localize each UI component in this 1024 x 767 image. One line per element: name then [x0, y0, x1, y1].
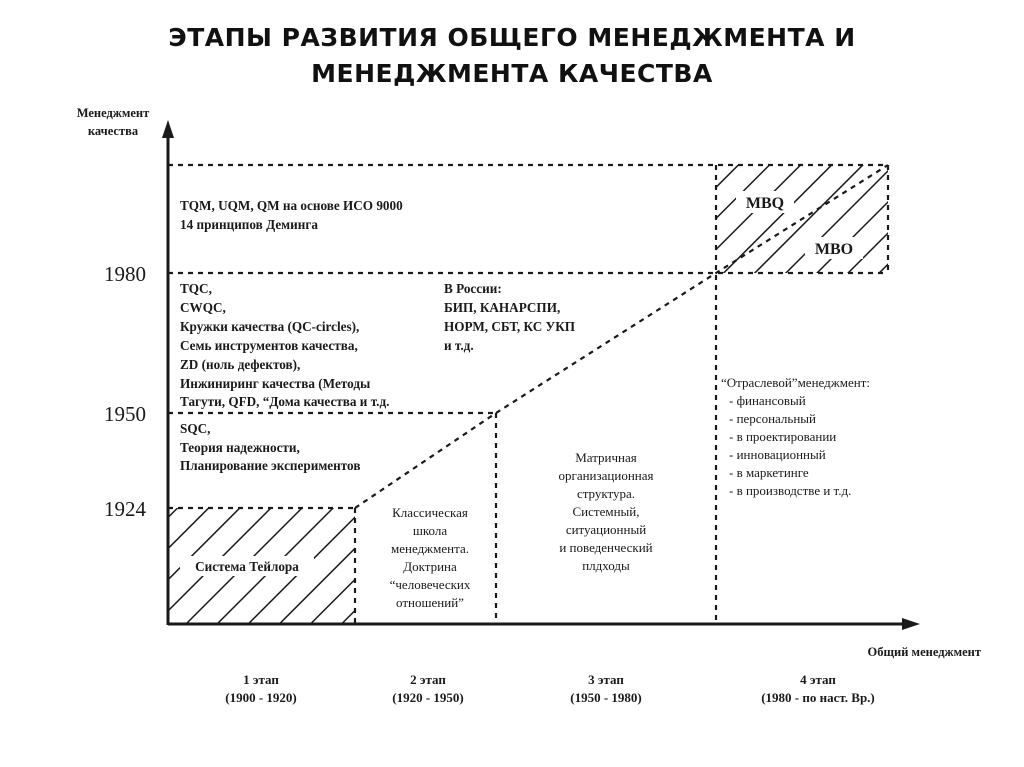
- matrix-line-2: организационная: [559, 468, 654, 483]
- year-1924: 1924: [104, 497, 147, 521]
- mbo-label-bg: [805, 237, 863, 259]
- stage-4-name: 4 этап: [800, 672, 836, 687]
- tqc-line-3: Кружки качества (QC-circles),: [180, 319, 359, 334]
- title-line-1: ЭТАПЫ РАЗВИТИЯ ОБЩЕГО МЕНЕДЖМЕНТА И: [168, 23, 856, 52]
- taylor-label-bg: [180, 556, 314, 576]
- sqc-line-2: Теория надежности,: [180, 440, 300, 455]
- matrix-line-4: Системный,: [573, 504, 640, 519]
- russia-line-2: БИП, КАНАРСПИ,: [444, 300, 560, 315]
- tqc-line-7: Тагути, QFD, “Дома качества и т.д.: [180, 394, 389, 409]
- russia-line-4: и т.д.: [444, 338, 474, 353]
- stage-3-period: (1950 - 1980): [570, 690, 642, 705]
- classic-line-5: “человеческих: [390, 577, 471, 592]
- year-1950: 1950: [104, 402, 146, 426]
- tqc-line-1: TQC,: [180, 281, 212, 296]
- stage-3-name: 3 этап: [588, 672, 624, 687]
- industry-line-4: - в проектировании: [729, 429, 836, 444]
- industry-line-7: - в производстве и т.д.: [729, 483, 851, 498]
- industry-line-2: - финансовый: [729, 393, 806, 408]
- taylor-label: Система Тейлора: [195, 559, 299, 574]
- stage-1-name: 1 этап: [243, 672, 279, 687]
- year-1980: 1980: [104, 262, 146, 286]
- growth-line: [354, 164, 889, 509]
- classic-line-3: менеджмента.: [391, 541, 469, 556]
- classic-line-6: отношений”: [396, 595, 464, 610]
- matrix-line-5: ситуационный: [566, 522, 646, 537]
- tqc-line-6: Инжиниринг качества (Методы: [180, 376, 370, 391]
- tqc-line-2: CWQC,: [180, 300, 226, 315]
- matrix-line-1: Матричная: [575, 450, 637, 465]
- matrix-line-6: и поведенческий: [559, 540, 652, 555]
- sqc-line-3: Планирование экспериментов: [180, 458, 360, 473]
- x-axis-arrow: [902, 618, 920, 630]
- x-axis-label: Общий менеджмент: [868, 645, 982, 659]
- russia-line-3: НОРМ, СБТ, КС УКП: [444, 319, 575, 334]
- y-axis-label-line-2: качества: [88, 124, 139, 138]
- industry-line-5: - инновационный: [729, 447, 826, 462]
- industry-line-3: - персональный: [729, 411, 816, 426]
- title-line-2: МЕНЕДЖМЕНТА КАЧЕСТВА: [311, 59, 713, 88]
- tqc-line-4: Семь инструментов качества,: [180, 338, 358, 353]
- sqc-line-1: SQC,: [180, 421, 210, 436]
- tqm-line-1: TQM, UQM, QM на основе ИСО 9000: [180, 198, 403, 213]
- dashed-lines: [168, 163, 890, 624]
- matrix-line-7: плдходы: [582, 558, 630, 573]
- mbo-label: MBO: [815, 241, 853, 258]
- page-title: ЭТАПЫ РАЗВИТИЯ ОБЩЕГО МЕНЕДЖМЕНТА И МЕНЕ…: [0, 20, 1024, 92]
- classic-line-4: Доктрина: [403, 559, 457, 574]
- mbq-label: MBQ: [746, 195, 784, 212]
- y-axis-arrow: [162, 120, 174, 138]
- stage-2-name: 2 этап: [410, 672, 446, 687]
- industry-line-1: “Отраслевой”менеджмент:: [721, 375, 870, 390]
- tqc-line-5: ZD (ноль дефектов),: [180, 357, 300, 372]
- mbq-label-bg: [736, 191, 794, 213]
- tqm-line-2: 14 принципов Деминга: [180, 217, 318, 232]
- russia-line-1: В России:: [444, 281, 502, 296]
- matrix-line-3: структура.: [577, 486, 635, 501]
- classic-line-2: школа: [413, 523, 447, 538]
- classic-line-1: Классическая: [392, 505, 468, 520]
- stage-1-period: (1900 - 1920): [225, 690, 297, 705]
- y-axis-label-line-1: Менеджмент: [77, 106, 150, 120]
- industry-line-6: - в маркетинге: [729, 465, 809, 480]
- stage-2-period: (1920 - 1950): [392, 690, 464, 705]
- stage-4-period: (1980 - по наст. Вр.): [761, 690, 875, 705]
- axes: [162, 120, 920, 630]
